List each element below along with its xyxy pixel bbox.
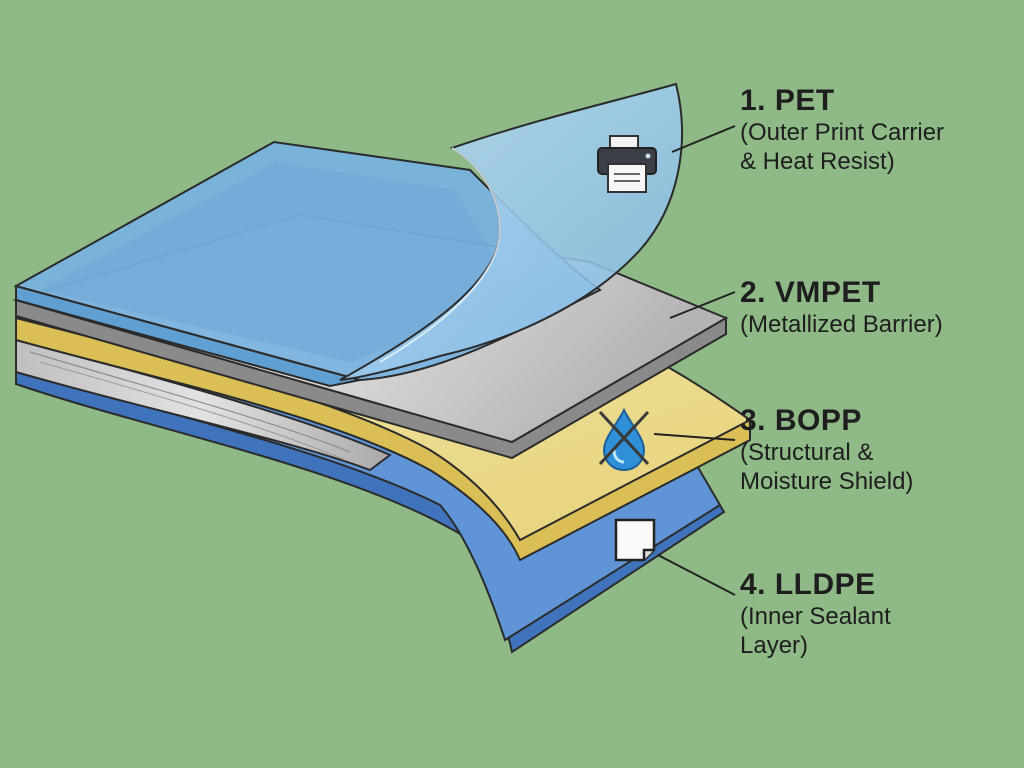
label-bopp: 3. BOPP (Structural & Moisture Shield) <box>740 404 913 496</box>
leader-line-vmpet <box>669 291 736 319</box>
label-pet-desc-line-1: (Outer Print Carrier <box>740 119 945 146</box>
printer-icon <box>597 135 657 193</box>
leader-line-bopp <box>653 433 736 441</box>
leader-line-lldpe <box>657 554 736 596</box>
no-water-icon <box>598 407 650 472</box>
label-vmpet-desc-line-1: (Metallized Barrier) <box>740 311 943 338</box>
layer-pet-flap <box>339 82 683 381</box>
seal-sheet-icon <box>614 518 656 562</box>
label-bopp-desc-line-1: (Structural & <box>740 439 874 466</box>
label-lldpe-desc-line-2: Layer) <box>740 632 809 659</box>
label-lldpe-title: 4. LLDPE <box>740 568 876 601</box>
leader-line-pet <box>671 125 736 153</box>
label-vmpet: 2. VMPET (Metallized Barrier) <box>740 276 943 339</box>
label-pet-title: 1. PET <box>740 84 835 117</box>
label-bopp-desc-line-2: Moisture Shield) <box>740 468 914 495</box>
label-lldpe-desc-line-1: (Inner Sealant <box>740 603 891 630</box>
layer-pet-sheet <box>13 140 602 388</box>
label-bopp-title: 3. BOPP <box>740 404 862 437</box>
label-lldpe: 4. LLDPE (Inner Sealant Layer) <box>740 568 891 660</box>
label-vmpet-title: 2. VMPET <box>740 276 881 309</box>
label-pet: 1. PET (Outer Print Carrier & Heat Resis… <box>740 84 944 176</box>
label-pet-desc-line-2: & Heat Resist) <box>740 148 895 175</box>
